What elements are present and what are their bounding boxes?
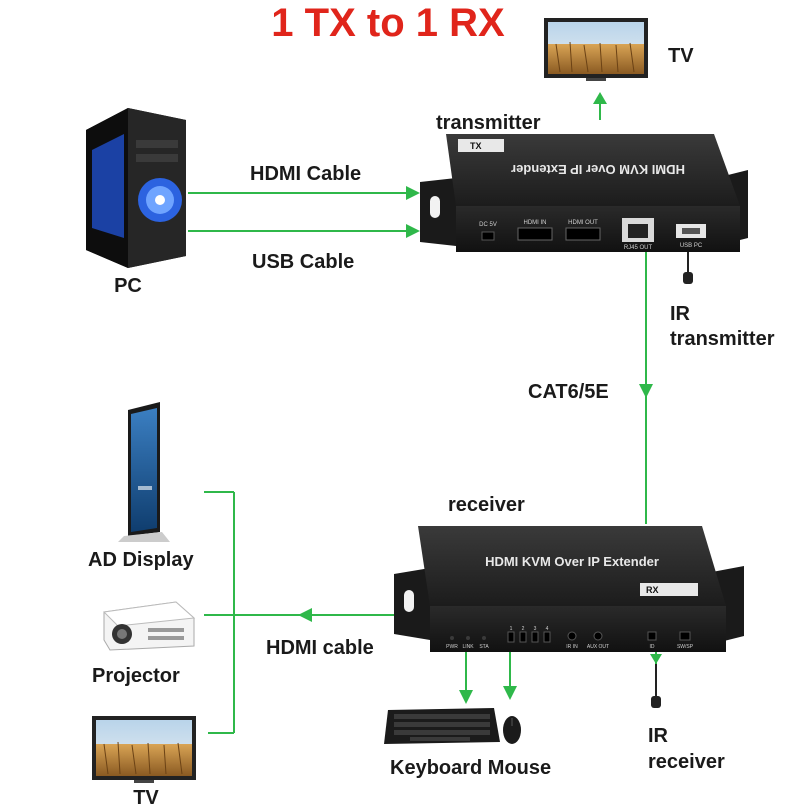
cat-label: CAT6/5E (528, 381, 609, 403)
ir-receiver-icon (651, 664, 661, 708)
tx-to-tv-arrow (593, 92, 607, 104)
kb-arrow-1 (459, 690, 473, 704)
rx-port-aux-out: AUX OUT (587, 644, 609, 650)
usb-cable-label: USB Cable (252, 251, 354, 273)
rx-device-name: HDMI KVM Over IP Extender (485, 554, 659, 569)
tv-top-icon (544, 18, 648, 81)
tx-port-hdmi-out: HDMI OUT (568, 220, 598, 226)
tx-port-usb: USB PC (680, 243, 703, 249)
kb-arrow-2 (503, 686, 517, 700)
rx-port-sta: STA (479, 644, 489, 650)
projector-label: Projector (92, 665, 180, 687)
tx-device-name: HDMI KVM Over IP Extender (511, 162, 685, 177)
hdmi-cable-bottom-label: HDMI cable (266, 637, 374, 659)
pc-label: PC (114, 275, 142, 297)
transmitter-label: transmitter (436, 112, 541, 134)
hdmi-cable-arrow (406, 186, 420, 200)
rx-port-link: LINK (462, 644, 474, 650)
ir-receiver-label-1: IR (648, 725, 669, 747)
receiver-label: receiver (448, 494, 525, 516)
rx-port-sw: SW/SP (677, 644, 694, 650)
keyboard-icon (384, 708, 500, 744)
mouse-icon (503, 716, 521, 744)
ad-display-icon (118, 402, 170, 542)
rx-port-id: ID (650, 644, 655, 650)
rx-port-pwr: PWR (446, 644, 458, 650)
rx-port-4: 4 (546, 626, 549, 632)
tx-port-dc: DC 5V (479, 222, 497, 228)
tv-top-label: TV (668, 45, 694, 67)
rx-port-2: 2 (522, 626, 525, 632)
ir-transmitter-icon (683, 252, 693, 284)
tx-tag: TX (470, 141, 482, 151)
rx-port-3: 3 (534, 626, 537, 632)
usb-cable-arrow (406, 224, 420, 238)
ir-receiver-label-2: receiver (648, 751, 725, 773)
transmitter-device: TX HDMI KVM Over IP Extender DC 5V HDMI … (420, 134, 748, 252)
ir-receiver-arrow (650, 654, 662, 664)
keyboard-mouse-label: Keyboard Mouse (390, 757, 551, 779)
ir-transmitter-label-2: transmitter (670, 328, 775, 350)
rx-port-1: 1 (510, 626, 513, 632)
ad-display-label: AD Display (88, 549, 194, 571)
hdmi-cable-bottom-arrow (298, 608, 312, 622)
rx-tag: RX (646, 585, 659, 595)
tv-bottom-icon (92, 716, 196, 783)
hdmi-cable-top-label: HDMI Cable (250, 163, 361, 185)
receiver-device: HDMI KVM Over IP Extender RX PWR LINK ST… (394, 526, 744, 652)
tv-bottom-label: TV (133, 787, 159, 808)
cat-cable-arrow (639, 384, 653, 398)
pc-tower-icon (86, 108, 186, 268)
diagram-title: 1 TX to 1 RX (271, 1, 505, 45)
tx-port-rj45: RJ45 OUT (624, 245, 653, 251)
rx-port-ir-in: IR IN (566, 644, 578, 650)
projector-icon (102, 601, 196, 651)
tx-port-hdmi-in: HDMI IN (524, 220, 547, 226)
ir-transmitter-label-1: IR (670, 303, 691, 325)
